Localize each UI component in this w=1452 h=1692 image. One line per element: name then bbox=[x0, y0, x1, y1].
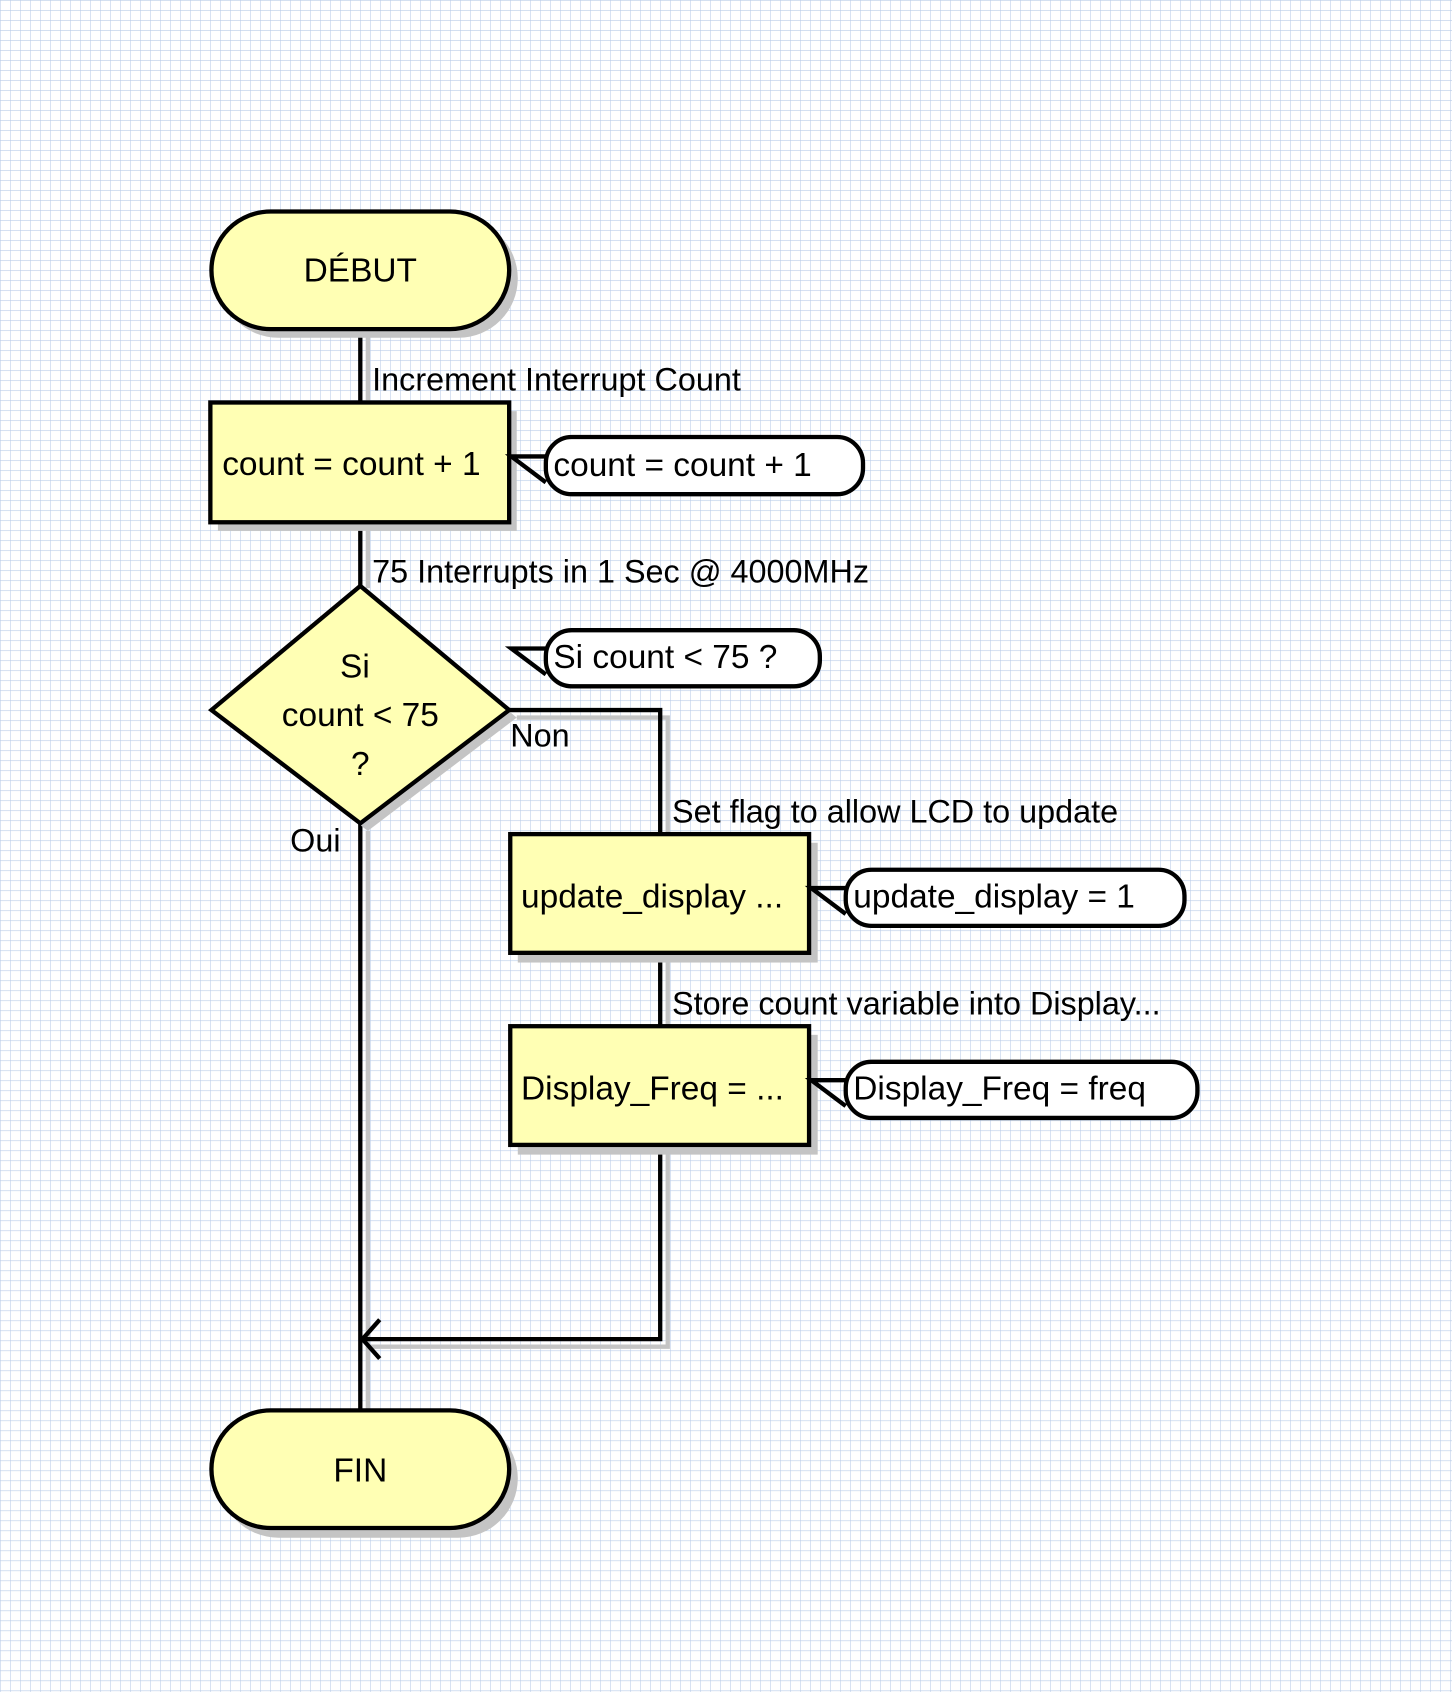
comment-store[interactable]: Display_Freq = freq bbox=[804, 1059, 1200, 1121]
comment-update-text: update_display = 1 bbox=[853, 879, 1135, 916]
decision-line-2: count < 75 bbox=[282, 697, 439, 734]
node-update-text: update_display ... bbox=[521, 879, 783, 916]
node-end[interactable]: FIN bbox=[209, 1408, 518, 1538]
connector-no-branch bbox=[509, 707, 663, 835]
no-branch-label: Non bbox=[510, 718, 569, 754]
node-update[interactable]: update_display ... bbox=[508, 831, 818, 963]
node-store[interactable]: Display_Freq = ... bbox=[508, 1024, 818, 1155]
connector-shadows bbox=[365, 329, 670, 1412]
decision-line-1: Si bbox=[340, 649, 370, 686]
node-store-text: Display_Freq = ... bbox=[521, 1071, 784, 1108]
comment-decision-text: Si count < 75 ? bbox=[553, 639, 777, 676]
comment-pointer-icon bbox=[504, 646, 548, 677]
node-increment[interactable]: count = count + 1 bbox=[208, 400, 517, 531]
comment-update[interactable]: update_display = 1 bbox=[804, 867, 1187, 929]
update-label: Set flag to allow LCD to update bbox=[672, 793, 1118, 829]
increment-label: Increment Interrupt Count bbox=[372, 362, 741, 398]
node-end-text: FIN bbox=[333, 1453, 387, 1490]
comment-decision[interactable]: Si count < 75 ? bbox=[504, 628, 823, 689]
arrowhead-icon bbox=[359, 1318, 382, 1360]
comment-store-text: Display_Freq = freq bbox=[853, 1071, 1146, 1108]
connector-store-merge bbox=[360, 1144, 663, 1342]
node-decision[interactable]: Si count < 75 ? bbox=[207, 583, 517, 831]
store-label: Store count variable into Display... bbox=[672, 985, 1161, 1021]
connectors bbox=[358, 329, 663, 1410]
comment-pointer-icon bbox=[804, 885, 848, 916]
node-start[interactable]: DÉBUT bbox=[209, 209, 518, 338]
node-start-text: DÉBUT bbox=[304, 253, 417, 290]
comment-pointer-icon bbox=[504, 454, 548, 485]
comment-increment[interactable]: count = count + 1 bbox=[504, 434, 866, 497]
decision-line-3: ? bbox=[351, 746, 370, 783]
decision-label: 75 Interrupts in 1 Sec @ 4000MHz bbox=[372, 554, 869, 590]
node-increment-text: count = count + 1 bbox=[222, 446, 480, 483]
yes-branch-label: Oui bbox=[290, 822, 340, 858]
comment-increment-text: count = count + 1 bbox=[553, 447, 811, 484]
comment-pointer-icon bbox=[804, 1078, 848, 1108]
